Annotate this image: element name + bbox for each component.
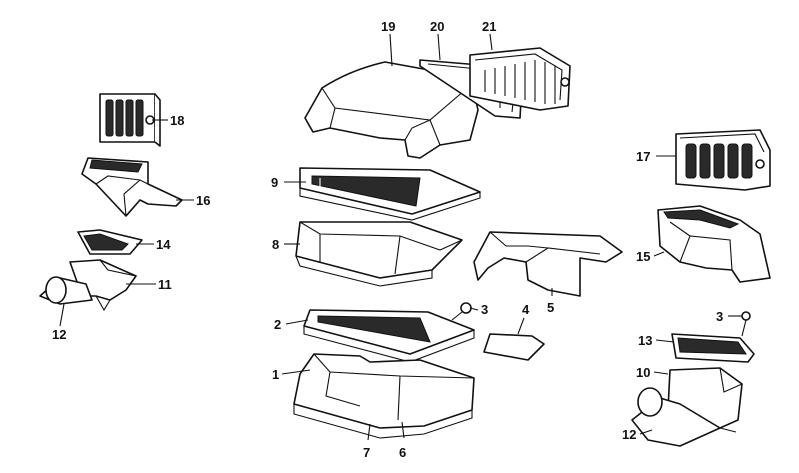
part-5-cover [473,231,623,297]
part-1-housing [293,353,475,439]
callout-10: 10 [636,365,650,380]
part-3-screw [451,302,472,321]
callout-16: 16 [196,193,210,208]
callout-13: 13 [638,333,652,348]
part-11-outlet [39,259,137,312]
callout-18: 18 [170,113,184,128]
callout-9: 9 [271,175,278,190]
part-21-vent-grille [469,47,571,111]
callout-1: 1 [272,367,279,382]
part-9-grille [299,167,481,221]
callout-labels: 19 20 21 18 16 17 9 8 14 11 12 15 5 4 3 … [52,19,723,460]
callout-14: 14 [156,237,171,252]
part-14-vent-grille [77,229,143,255]
callout-12-left: 12 [52,327,66,342]
part-3-screw-right [741,311,751,337]
callout-19: 19 [381,19,395,34]
callout-17: 17 [636,149,650,164]
part-2-grille [303,309,475,363]
callout-11: 11 [158,277,172,292]
callout-5: 5 [547,300,554,315]
part-4-flap [483,333,545,361]
part-10-outlet [631,367,743,447]
part-13-grille [671,333,755,363]
callout-20: 20 [430,19,444,34]
callout-7: 7 [363,445,370,460]
part-18-vent [99,93,161,147]
leader-lines [59,33,742,441]
part-17-vent [675,129,771,191]
part-15-duct [657,205,771,283]
callout-6: 6 [399,445,406,460]
callout-2: 2 [274,317,281,332]
part-16-duct [81,157,183,217]
callout-3-center: 3 [481,302,488,317]
callout-12-right: 12 [622,427,636,442]
callout-4: 4 [522,302,530,317]
callout-21: 21 [482,19,496,34]
callout-3-right: 3 [716,309,723,324]
callout-15: 15 [636,249,650,264]
callout-8: 8 [272,237,279,252]
part-8-tray [295,221,463,287]
part-19-hood [304,61,479,159]
